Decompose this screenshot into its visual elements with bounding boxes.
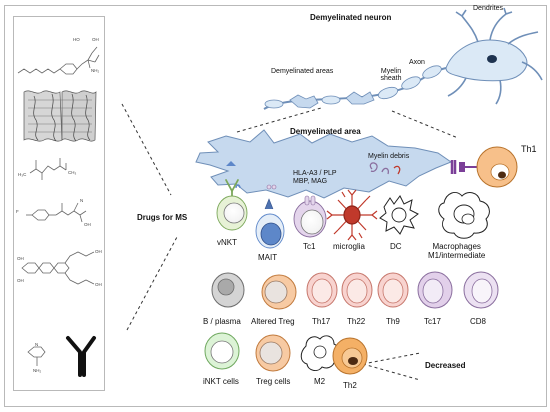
dashed-guide-lines — [121, 103, 459, 381]
treg-label: Treg cells — [256, 377, 291, 386]
dc-cell — [379, 195, 419, 235]
drug-teri-n: N — [80, 198, 83, 203]
vnkt-label: vNKT — [217, 238, 237, 247]
drug-mito-oh4: OH — [95, 282, 102, 287]
myelin-segment — [422, 65, 442, 79]
neuron-title: Demyelinated neuron — [310, 13, 392, 22]
myelin-segment — [401, 76, 421, 90]
drug-column-frame — [13, 16, 105, 391]
myelin-segment — [377, 86, 399, 100]
th17-cell — [306, 272, 338, 308]
drugs-label: Drugs for MS — [137, 213, 188, 222]
tc17-label: Tc17 — [424, 317, 441, 326]
th1-label: Th1 — [521, 144, 537, 154]
demyelinated-area-title: Demyelinated area — [290, 127, 361, 136]
drug-fingolimod — [17, 46, 100, 75]
vnkt-cell — [216, 179, 248, 231]
drug-protein-ribbon — [23, 90, 97, 142]
dendrites-label: Dendrites — [473, 5, 503, 12]
treg-cell — [255, 334, 291, 372]
altered-treg-cell — [261, 274, 297, 310]
th2-cell — [332, 337, 368, 375]
drug-teriflunomide — [26, 202, 87, 223]
macrophage-cell — [438, 192, 490, 239]
drug-mitoxantrone — [21, 251, 95, 285]
mait-label: MAIT — [258, 253, 278, 262]
b-plasma-cell — [211, 272, 245, 308]
antibody-icon — [66, 336, 96, 377]
myelin-segment — [264, 99, 284, 109]
antigen-label: HLA-A3 / PLP MBP, MAG — [293, 170, 337, 186]
m2-cell — [300, 335, 340, 372]
drug-fingolimod-oh2: OH — [92, 37, 99, 42]
dc-label: DC — [390, 242, 402, 251]
th22-label: Th22 — [347, 317, 366, 326]
neuron — [263, 7, 543, 110]
demyelinated-patch — [345, 91, 375, 105]
tc17-cell — [417, 271, 453, 309]
th17-label: Th17 — [312, 317, 331, 326]
myelin-debris-label: Myelin debris — [368, 153, 410, 160]
mait-cell — [255, 198, 285, 249]
th9-label: Th9 — [386, 317, 400, 326]
demyelinated-area-shape — [195, 129, 453, 199]
lesion-small-markers — [226, 161, 277, 190]
neuron-nucleus — [487, 55, 497, 63]
th1-cell — [450, 146, 518, 188]
outer-frame — [4, 5, 547, 407]
th9-cell — [377, 272, 409, 308]
myelin-debris-icon — [369, 162, 401, 175]
demyelinated-areas-label: Demyelinated areas — [271, 68, 334, 75]
drug-fingolimod-oh1: HO — [73, 37, 80, 42]
myelin-sheath-label: Myelin sheath — [380, 68, 402, 82]
drug-dmf-ch3: CH₃ — [68, 170, 76, 175]
tc1-cell — [293, 195, 327, 238]
axon-label: Axon — [409, 59, 425, 66]
macrophages-label: Macrophages M1/intermediate — [428, 242, 486, 261]
tc1-label: Tc1 — [303, 242, 316, 251]
drug-4ap-nh2: NH₂ — [33, 368, 41, 373]
drug-4-aminopyridine — [27, 346, 46, 366]
decreased-label: Decreased — [425, 361, 466, 370]
inkt-label: iNKT cells — [203, 377, 239, 386]
microglia-label: microglia — [333, 242, 366, 251]
drug-teri-oh: OH — [84, 222, 91, 227]
neuron-soma — [445, 39, 528, 82]
th22-cell — [341, 272, 373, 308]
cd8-label: CD8 — [470, 317, 487, 326]
drug-4ap-n: N — [35, 342, 38, 347]
drug-mito-oh1: OH — [17, 256, 24, 261]
drug-mito-oh3: OH — [95, 249, 102, 254]
inkt-cell — [204, 332, 240, 370]
th2-label: Th2 — [343, 381, 357, 390]
microglia-cell — [326, 189, 378, 241]
drug-dmf-h3c: H₃C — [18, 172, 27, 177]
m2-label: M2 — [314, 377, 326, 386]
altered-treg-label: Altered Treg — [251, 317, 295, 326]
drug-fingolimod-nh2: NH₂ — [91, 68, 99, 73]
b-plasma-label: B / plasma — [203, 317, 241, 326]
drug-mito-oh2: OH — [17, 278, 24, 283]
myelin-segment — [321, 95, 341, 105]
cd8-cell — [463, 271, 499, 309]
drug-teri-f: F — [16, 209, 19, 214]
drug-dimethyl-fumarate — [29, 158, 67, 180]
demyelinated-patch — [289, 94, 319, 109]
